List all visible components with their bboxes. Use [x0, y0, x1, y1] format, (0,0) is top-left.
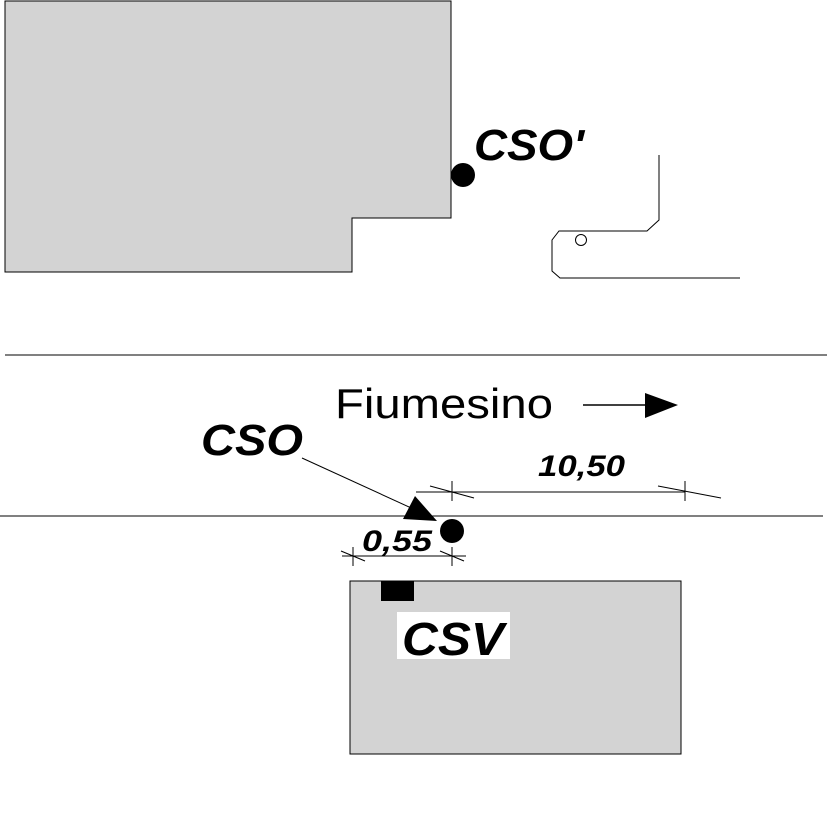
dimension-short-label: 0,55 [362, 525, 434, 558]
structure-upper-right [551, 155, 740, 279]
dimension-long [416, 481, 722, 501]
cso-label: CSO [201, 416, 303, 465]
cso-prime-label: CSO' [474, 121, 586, 170]
csv-label-background [397, 612, 510, 659]
building-upper-left [4, 0, 452, 273]
cso-dot [440, 519, 464, 543]
dimension-short [340, 547, 466, 566]
csv-marker [381, 581, 414, 601]
dimension-long-label: 10,50 [538, 450, 625, 483]
river-name: Fiumesino [335, 380, 553, 427]
csv-label: CSV [402, 613, 508, 665]
building-csv [349, 580, 682, 755]
cso-prime-dot [451, 163, 475, 187]
arrow-right-icon [583, 393, 678, 418]
cso-leader-arrow [301, 457, 437, 521]
